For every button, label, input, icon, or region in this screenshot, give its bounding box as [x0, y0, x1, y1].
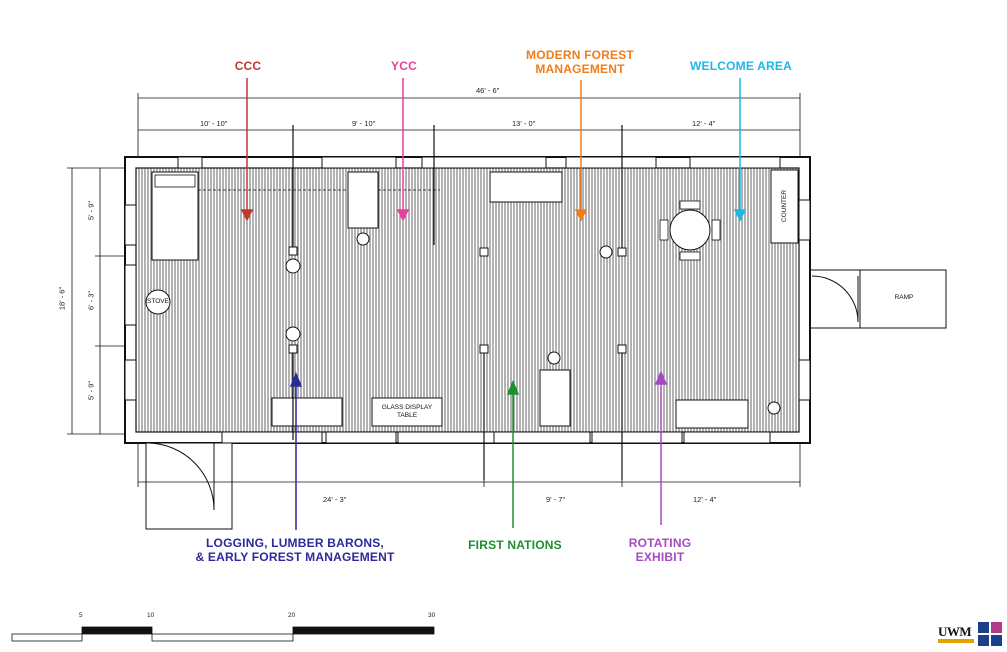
arrow-modern-forest	[574, 80, 588, 222]
scale-tick-20: 20	[288, 612, 296, 619]
label-logging: LOGGING, LUMBER BARONS, & EARLY FOREST M…	[195, 536, 395, 564]
dim-total-width: 46' - 6"	[476, 86, 500, 95]
partition-lines	[292, 125, 623, 480]
dimension-lines	[67, 93, 801, 487]
arrow-first-nations	[506, 380, 520, 528]
first-nations-display	[539, 369, 571, 427]
modern-forest-cabinet	[489, 171, 563, 203]
left-windows	[124, 204, 137, 401]
label-ycc: YCC	[391, 59, 417, 73]
scale-tick-30: 30	[428, 612, 436, 619]
arrow-rotating	[654, 370, 668, 525]
arrow-welcome	[733, 78, 747, 222]
dim-top-1: 10' - 10"	[200, 119, 228, 128]
round-fixtures	[285, 232, 781, 415]
ycc-cabinet	[347, 171, 379, 229]
dim-top-3: 13' - 0"	[512, 119, 536, 128]
right-windows	[798, 199, 811, 401]
dim-top-2: 9' - 10"	[352, 119, 376, 128]
logo-blocks	[978, 622, 1002, 646]
bed-pillow	[154, 174, 196, 188]
welcome-table	[659, 200, 721, 261]
glass-display-table	[371, 397, 443, 427]
arrow-logging	[289, 372, 303, 530]
uwm-logo: UWM	[938, 620, 1004, 648]
label-ccc: CCC	[234, 59, 262, 73]
label-rotating: ROTATING EXHIBIT	[628, 536, 692, 564]
rotating-display	[675, 399, 749, 429]
counter	[770, 169, 799, 244]
arrow-ccc	[240, 78, 254, 222]
dim-bottom-3: 12' - 4"	[693, 495, 717, 504]
glass-table-label: GLASS DISPLAY TABLE	[381, 404, 433, 419]
label-modern-forest: MODERN FOREST MANAGEMENT	[526, 48, 634, 76]
partition-posts	[288, 246, 627, 354]
logging-display	[271, 397, 343, 427]
ramp-label: RAMP	[894, 294, 914, 301]
label-first-nations: FIRST NATIONS	[468, 538, 562, 552]
dim-bottom-1: 24' - 3"	[323, 495, 347, 504]
dim-bottom-2: 9' - 7"	[546, 495, 566, 504]
arrow-ycc	[396, 78, 410, 222]
stove-label: STOVE	[147, 298, 169, 305]
ramp	[810, 269, 947, 329]
dim-top-4: 12' - 4"	[692, 119, 716, 128]
label-welcome: WELCOME AREA	[690, 59, 792, 73]
uwm-logo-text: UWM	[938, 624, 972, 639]
top-windows	[177, 156, 781, 169]
entrance-door	[145, 442, 233, 530]
logo-gold-bar	[938, 639, 974, 643]
scale-tick-10: 10	[147, 612, 155, 619]
scale-tick-5: 5	[79, 612, 83, 619]
stove	[145, 289, 171, 315]
bottom-windows	[221, 431, 771, 444]
